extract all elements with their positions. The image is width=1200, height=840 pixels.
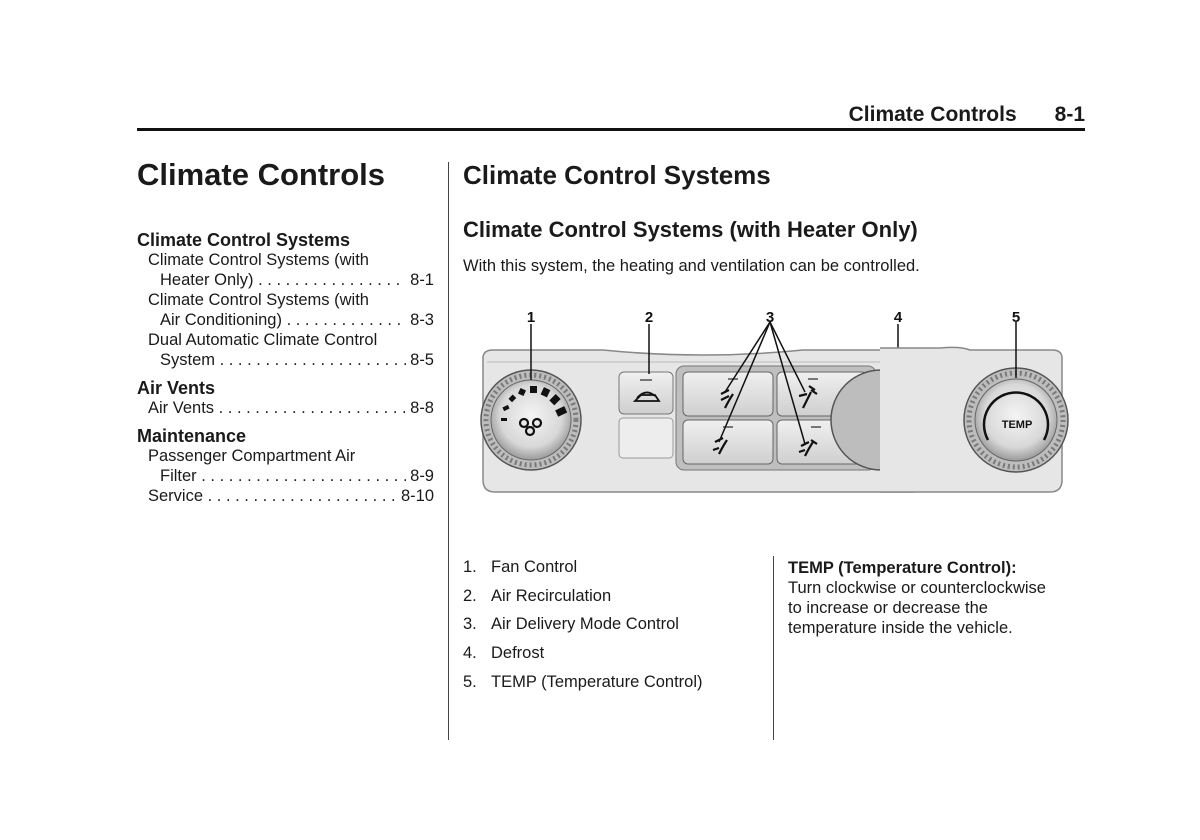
callout-5-label: 5 (1012, 309, 1020, 326)
description-title: TEMP (Temperature Control): (788, 559, 1017, 577)
temp-knob-illustration: 5 TEMP (880, 302, 1080, 507)
temp-control-description: TEMP (Temperature Control): Turn clockwi… (788, 558, 1088, 638)
callout-1: 1 (527, 309, 535, 326)
callout-3: 3 (766, 309, 774, 326)
toc-page-ref: 8-5 (410, 351, 434, 369)
callout-lines (530, 321, 899, 445)
header-rule (137, 128, 1085, 131)
description-line: to increase or decrease the (788, 599, 988, 617)
toc-entry-label: Air Conditioning) (160, 310, 406, 330)
toc-entry-label: Heater Only) (160, 270, 406, 290)
recirculation-icon (632, 391, 661, 402)
toc-page-ref: 8-9 (410, 467, 434, 485)
temp-knob-label: TEMP (1002, 419, 1033, 431)
header-title: Climate Controls (848, 103, 1017, 126)
toc-entry[interactable]: Heater Only)8-1 (137, 270, 434, 290)
item-number: 4. (463, 644, 477, 663)
toc-entry-line[interactable]: Dual Automatic Climate Control (148, 331, 378, 349)
description-line: Turn clockwise or counterclockwise (788, 579, 1046, 597)
temp-arc-indicator (982, 391, 1050, 441)
toc-section-heading[interactable]: Climate Control Systems (137, 230, 351, 250)
toc-page-ref: 8-8 (410, 399, 434, 417)
toc-entry-label: Service (148, 486, 397, 506)
callout-4: 4 (894, 309, 903, 326)
callout-2: 2 (645, 309, 653, 326)
toc-page-ref: 8-1 (410, 271, 434, 289)
toc-entry[interactable]: Service8-10 (137, 486, 434, 506)
fan-speed-marks (501, 386, 568, 421)
toc-entry-label: Air Vents (148, 398, 406, 418)
list-item: 5. TEMP (Temperature Control) (463, 673, 703, 702)
fan-control-knob (480, 369, 582, 471)
toc-entry-label: Filter (160, 466, 406, 486)
item-label: Air Delivery Mode Control (491, 615, 679, 634)
toc-entry[interactable]: Air Vents8-8 (137, 398, 434, 418)
header-page-number: 8-1 (1054, 103, 1085, 126)
toc-entry-label: System (160, 350, 406, 370)
item-number: 1. (463, 558, 477, 576)
toc-entry[interactable]: Filter8-9 (137, 466, 434, 486)
item-number: 3. (463, 615, 477, 634)
toc-entry[interactable]: Air Conditioning)8-3 (137, 310, 434, 330)
intro-text: With this system, the heating and ventil… (463, 257, 920, 275)
chapter-title: Climate Controls (137, 157, 386, 192)
toc-section-heading[interactable]: Maintenance (137, 426, 247, 446)
list-item: 1. Fan Control (463, 558, 703, 587)
panel-svg: 1 2 3 4 5 (480, 309, 1020, 493)
air-recirculation-button (618, 371, 674, 459)
section-heading: Climate Control Systems (463, 160, 771, 190)
toc-entry-line[interactable]: Climate Control Systems (with (148, 251, 369, 269)
toc-page-ref: 8-10 (400, 487, 434, 505)
item-label: Air Recirculation (491, 586, 612, 605)
toc-page-ref: 8-3 (410, 311, 434, 329)
description-line: temperature inside the vehicle. (788, 619, 1013, 637)
toc-entry-line[interactable]: Passenger Compartment Air (148, 447, 356, 465)
climate-control-panel-illustration: 1 2 3 4 5 (463, 302, 1020, 507)
item-label: Defrost (491, 644, 545, 663)
item-number: 5. (463, 672, 477, 691)
column-divider-lower (773, 556, 774, 740)
list-item: 3. Air Delivery Mode Control (463, 615, 703, 644)
running-header: Climate Controls 8-1 (849, 103, 1085, 127)
subsection-heading: Climate Control Systems (with Heater Onl… (463, 217, 918, 242)
item-label: Fan Control (491, 558, 578, 576)
item-number: 2. (463, 586, 477, 605)
column-divider (448, 162, 449, 740)
item-label: TEMP (Temperature Control) (491, 672, 703, 691)
list-item: 2. Air Recirculation (463, 587, 703, 616)
toc-section-heading[interactable]: Air Vents (137, 378, 216, 398)
control-legend-list: 1. Fan Control 2. Air Recirculation 3. Air … (463, 558, 703, 701)
toc-entry[interactable]: System8-5 (137, 350, 434, 370)
toc-entry-line[interactable]: Climate Control Systems (with (148, 291, 369, 309)
list-item: 4. Defrost (463, 644, 703, 673)
fan-icon (518, 417, 543, 437)
chapter-toc: Climate Control Systems Climate Control … (137, 230, 434, 506)
temp-knob-svg: 5 TEMP (880, 309, 1069, 493)
